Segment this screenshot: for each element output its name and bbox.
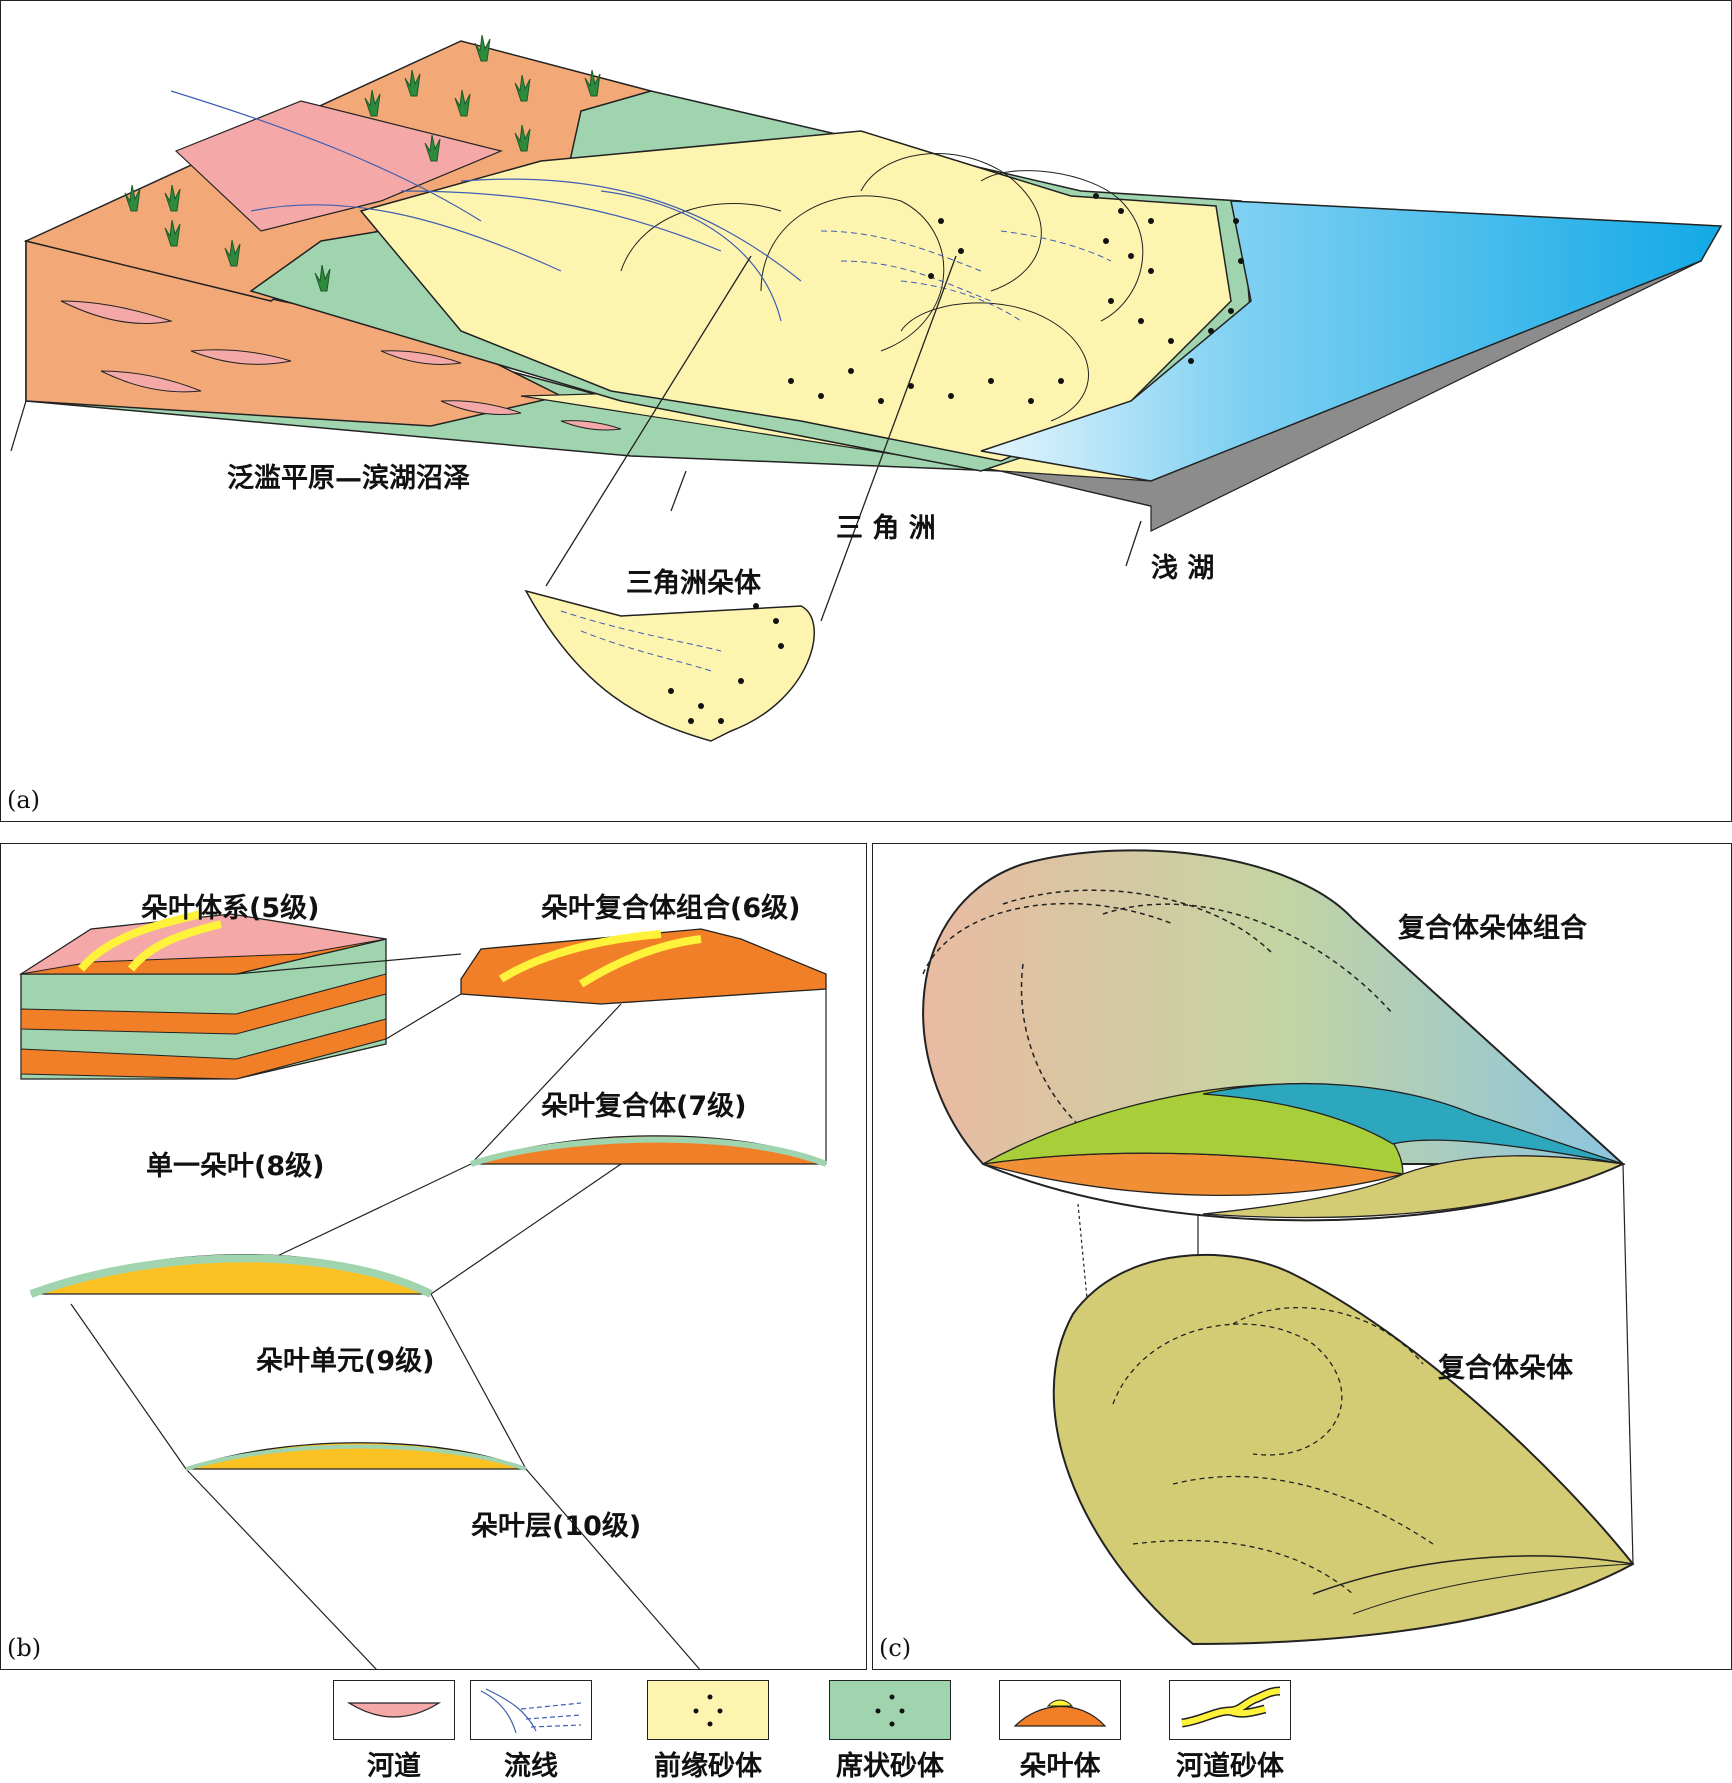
label-complex-lobe: 复合体朵体	[1438, 1353, 1573, 1384]
legend-label-sheet-sand: 席状砂体	[836, 1751, 944, 1782]
delta-lobe-dots	[668, 603, 784, 724]
lobe-complex-assemblage	[460, 928, 827, 1005]
legend-item-channel: 河道	[314, 1680, 474, 1783]
sand-dots	[788, 193, 1244, 404]
legend-label-front-sand: 前缘砂体	[654, 1751, 762, 1782]
complex-lobe-body	[1052, 1253, 1635, 1646]
leader-lines	[10, 255, 1142, 622]
flowline-icon	[470, 1680, 592, 1740]
label-lobe-complex: 朵叶复合体(7级)	[541, 1091, 747, 1122]
label-lobe-unit: 朵叶单元(9级)	[256, 1346, 435, 1377]
panel-c: 复合体朵体组合 复合体朵体 (c)	[872, 843, 1732, 1670]
dashed-flowlines	[820, 230, 1112, 322]
section-teal	[1202, 1082, 1624, 1165]
channel-sand-icon	[1169, 1680, 1291, 1740]
flowlines	[170, 90, 802, 322]
legend-label-flowline: 流线	[504, 1751, 558, 1782]
sheet-sand-icon	[829, 1680, 951, 1740]
block-diagram-a	[10, 34, 1723, 742]
swamp-pink	[174, 100, 503, 232]
label-floodplain: 泛滥平原—滨湖沼泽	[227, 463, 470, 494]
label-delta: 三 角 洲	[836, 513, 936, 544]
shallow-lake-top	[980, 200, 1723, 482]
reed-plants	[124, 34, 601, 292]
label-complex-lobe-assemblage: 复合体朵体组合	[1398, 913, 1587, 944]
complex-assemblage-envelope	[922, 849, 1626, 1165]
lobe-hierarchy-diagram	[18, 910, 828, 1669]
panel-a-tag: (a)	[7, 786, 41, 814]
label-shallow-lake: 浅 湖	[1151, 553, 1215, 584]
legend-item-flowline: 流线	[451, 1680, 611, 1783]
panel-b-tag: (b)	[7, 1634, 42, 1662]
legend-item-sheet-sand: 席状砂体	[810, 1680, 970, 1783]
label-single-lobe: 单一朵叶(8级)	[146, 1151, 325, 1182]
delta-front-top	[359, 130, 1232, 462]
panel-c-tag: (c)	[879, 1634, 912, 1662]
legend-label-channel: 河道	[367, 1751, 421, 1782]
channel-lenses	[60, 300, 622, 431]
panel-b: 朵叶体系(5级) 朵叶复合体组合(6级) 朵叶复合体(7级) 单一朵叶(8级) …	[0, 843, 867, 1670]
channel-lens-icon	[333, 1680, 455, 1740]
label-lobe-system: 朵叶体系(5级)	[141, 893, 320, 924]
delta-lobe-detail	[524, 589, 815, 742]
label-delta-lobe: 三角洲朵体	[626, 568, 761, 599]
panel-a: 泛滥平原—滨湖沼泽 三 角 洲 三角洲朵体 浅 湖 (a)	[0, 0, 1732, 822]
complex-lobe-diagram	[922, 849, 1635, 1646]
lobe-body-icon	[999, 1680, 1121, 1740]
section-olive	[1202, 1155, 1626, 1219]
legend-label-lobe-body: 朵叶体	[1019, 1751, 1101, 1782]
label-lobe-layer: 朵叶层(10级)	[471, 1511, 642, 1542]
legend-item-front-sand: 前缘砂体	[628, 1680, 788, 1783]
legend-item-channel-sand: 河道砂体	[1150, 1680, 1310, 1783]
label-lobe-complex-assemblage: 朵叶复合体组合(6级)	[541, 893, 801, 924]
legend-item-lobe-body: 朵叶体	[980, 1680, 1140, 1783]
front-sand-icon	[647, 1680, 769, 1740]
legend-label-channel-sand: 河道砂体	[1176, 1751, 1284, 1782]
